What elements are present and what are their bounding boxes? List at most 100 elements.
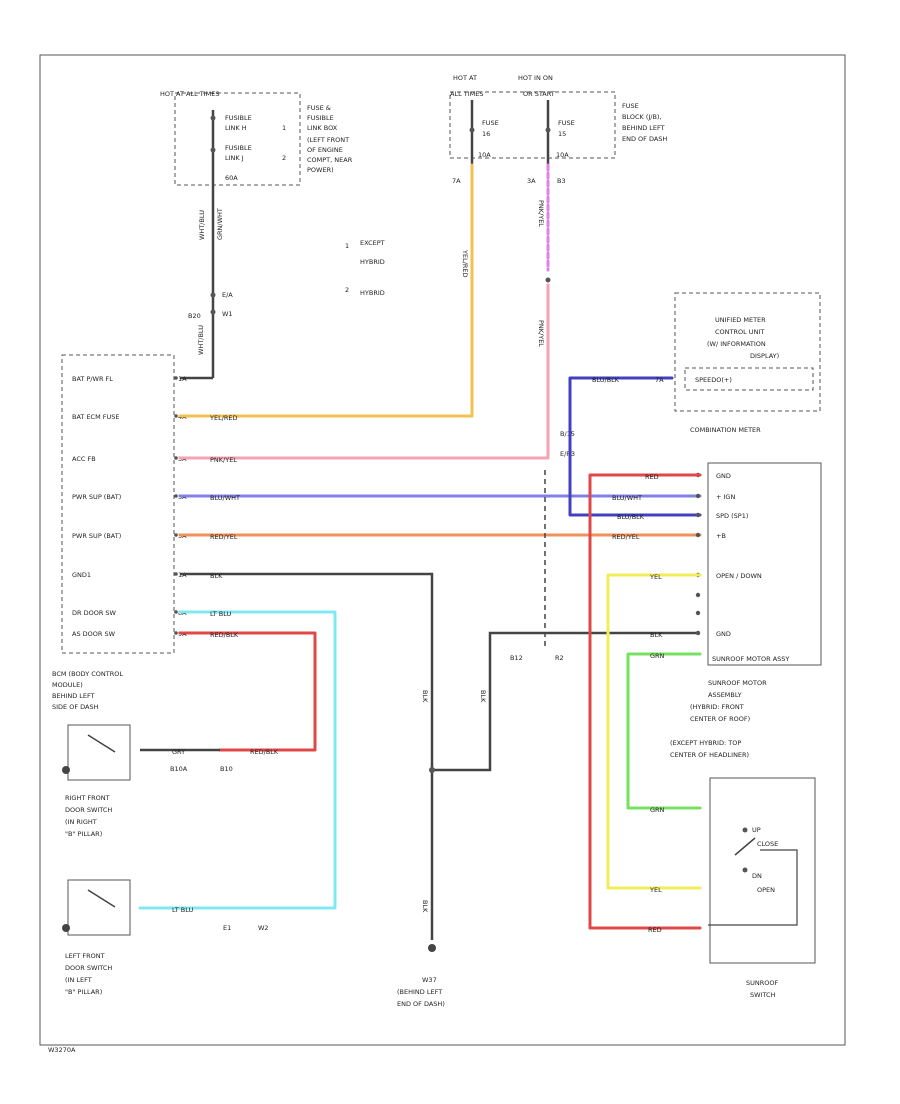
- sunroof-switch-title-2: SWITCH: [750, 991, 776, 999]
- sunroof-motor-title-5: (EXCEPT HYBRID: TOP: [670, 739, 741, 747]
- sunroof-motor-sub: SUNROOF MOTOR ASSY: [712, 655, 789, 663]
- bcm-pin: [174, 456, 178, 460]
- ground-desc-2: END OF DASH): [397, 1000, 445, 1008]
- connector-label-b20: B20: [188, 312, 201, 320]
- fuse-16-num: 16: [482, 130, 490, 138]
- motor-pin: [695, 532, 701, 538]
- connector-pin-pnk: [545, 277, 551, 283]
- fusible-link-b-line1: FUSIBLE: [225, 144, 252, 152]
- left-door-title-1: LEFT FRONT: [65, 952, 105, 960]
- connector-pin-w1: [210, 309, 216, 315]
- fuse-block-outline: [449, 91, 616, 159]
- fuse-15-pin: [545, 127, 551, 133]
- wire-label-red-blk-bottom: RED/BLK: [250, 748, 279, 756]
- wire-label-yel-red: YEL/RED: [209, 414, 238, 422]
- wire-yel-red: [178, 163, 474, 418]
- fuse-fusible-link-box: HOT AT ALL TIMES FUSIBLE LINK H 1 FUSIBL…: [160, 90, 353, 186]
- power-panel-desc-1: FUSE &: [307, 104, 331, 112]
- outer-frame: [39, 54, 846, 1046]
- wire-label-blk-ground: BLK: [421, 900, 429, 913]
- wire-label-red-top: RED: [645, 473, 659, 481]
- bcm-input-label: ACC FB: [72, 455, 96, 463]
- power-panel-desc-3: LINK BOX: [307, 124, 338, 132]
- block-header-b-2: OR START: [523, 90, 555, 98]
- connector-label-w1: W1: [222, 310, 233, 318]
- sunroof-motor-title-1: SUNROOF MOTOR: [708, 679, 767, 687]
- block-desc-4: END OF DASH: [622, 135, 667, 143]
- motor-pin-label: GND: [716, 630, 731, 638]
- sunroof-motor-outline: [707, 462, 822, 666]
- sunroof-switch: UP CLOSE DN OPEN SUNROOF SWITCH: [708, 777, 816, 999]
- power-panel-desc-6: COMPT, NEAR: [307, 156, 353, 164]
- right-door-switch-box: [67, 724, 131, 781]
- wire-label-pnk-yel-vert: PNK/YEL: [537, 320, 545, 347]
- sunroof-switch-contact: [734, 837, 756, 856]
- speedo-outline: [684, 367, 814, 391]
- bcm-input-label: PWR SUP (BAT): [72, 532, 121, 540]
- right-door-title-4: "B" PILLAR): [65, 830, 102, 838]
- meter-title-3: (W/ INFORMATION: [707, 340, 766, 348]
- ground-symbol-icon: [428, 944, 436, 952]
- fuse-box-outline: [174, 92, 301, 186]
- motor-pin: [695, 493, 701, 499]
- left-door-switch-box: [67, 879, 131, 936]
- fuse-16-pin: [469, 127, 475, 133]
- wire-label-pnk-yel-top: PNK/YEL: [537, 200, 545, 227]
- wire-label-blk-right: BLK: [650, 631, 663, 639]
- wire-label-grn-bottom: GRN: [650, 806, 665, 814]
- ground-label: W37: [422, 976, 437, 984]
- wire-label-blk-vert2: BLK: [479, 690, 487, 703]
- wire-label-pnk-yel: PNK/YEL: [210, 456, 237, 464]
- switch-up-pin: [742, 827, 748, 833]
- wire-red: [588, 473, 702, 930]
- bcm-title-2: MODULE): [52, 681, 83, 689]
- bcm-pin: [174, 533, 178, 537]
- block-desc-3: BEHIND LEFT: [622, 124, 665, 132]
- bcm-input-label: BAT P/WR FL: [72, 375, 113, 383]
- bcm-pin: [174, 572, 178, 576]
- wire-blk-sunroof-ground: [432, 631, 700, 772]
- bcm-pin: [174, 610, 178, 614]
- fuse-15-num: 15: [558, 130, 566, 138]
- meter-speedo-label: SPEEDO(+): [695, 376, 732, 384]
- wire-label-red-bottom: RED: [648, 926, 662, 934]
- wire-label-blu-blk-bottom: BLU/BLK: [617, 513, 645, 521]
- note1-text-1: EXCEPT: [360, 239, 385, 247]
- wire-label-red-yel-right: RED/YEL: [612, 533, 640, 541]
- motor-pin-label: + IGN: [716, 493, 735, 501]
- right-door-title-3: (IN RIGHT: [65, 818, 97, 826]
- wire-label-blu-wht-right: BLU/WHT: [612, 494, 642, 502]
- bcm-input-label: DR DOOR SW: [72, 609, 117, 617]
- fusible-link-b-num: 2: [282, 154, 286, 162]
- wire-yel: [606, 573, 702, 890]
- fuse-15-label: FUSE: [558, 119, 575, 127]
- bcm-pin: [174, 414, 178, 418]
- wire-blk-bcm-ground: [180, 572, 434, 940]
- block-header-b-1: HOT IN ON: [518, 74, 553, 82]
- left-door-title-2: DOOR SWITCH: [65, 964, 112, 972]
- switch-label-close: CLOSE: [757, 840, 778, 848]
- wire-label-gry: GRY: [172, 748, 185, 756]
- wire-label-grn-top: GRN: [650, 652, 665, 660]
- switch-label-up: UP: [752, 826, 761, 834]
- ground-desc-1: (BEHIND LEFT: [397, 988, 442, 996]
- motor-pin-label: GND: [716, 472, 731, 480]
- wire-label-blk: BLK: [210, 572, 223, 580]
- bcm-pin: [174, 631, 178, 635]
- fusible-link-b-line2: LINK J: [225, 154, 244, 162]
- note1-num: 1: [345, 242, 349, 250]
- fuse-pin-mid: [210, 147, 216, 153]
- block-header-a-1: HOT AT: [453, 74, 477, 82]
- connector-pin-ea: [210, 292, 216, 298]
- wire-pnk-yel: [178, 283, 550, 460]
- block-desc-2: BLOCK (J/B),: [622, 113, 662, 121]
- connector-label-w2: W2: [258, 924, 269, 932]
- left-door-ground-icon: [62, 924, 70, 932]
- connector-label-er3: E/R3: [560, 450, 575, 458]
- connector-label-b15b: B/15: [560, 430, 575, 438]
- wire-label-yel-bottom: YEL: [649, 886, 662, 894]
- wire-label-wht-blu: WHT/BLU: [198, 210, 206, 240]
- fuse-15-amp: 10A: [556, 151, 569, 159]
- connector-label-e1: E1: [223, 924, 231, 932]
